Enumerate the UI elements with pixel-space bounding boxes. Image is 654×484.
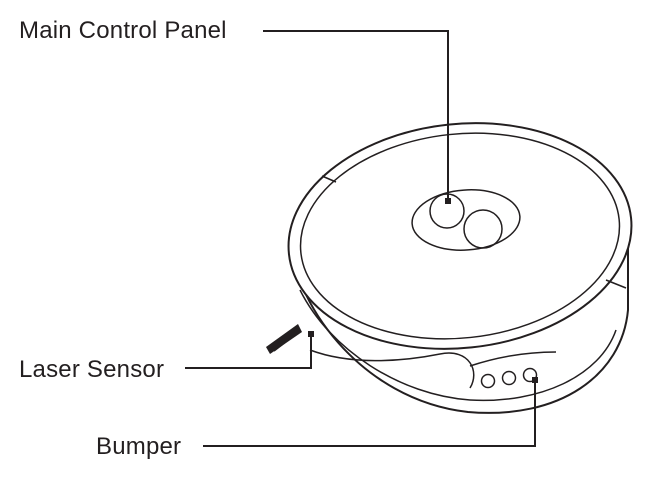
leader-line-main-control-panel xyxy=(263,30,449,200)
rim-groove-right xyxy=(605,279,627,289)
leader-dot-main-control-panel xyxy=(445,198,451,204)
label-main-control-panel: Main Control Panel xyxy=(19,17,227,44)
leader-dot-laser-sensor xyxy=(308,331,314,337)
robot-side-band xyxy=(299,289,617,402)
side-brush xyxy=(266,324,302,354)
label-bumper: Bumper xyxy=(96,433,181,460)
leader-line-bumper xyxy=(203,380,536,447)
leader-line-laser-sensor xyxy=(185,334,312,369)
label-laser-sensor: Laser Sensor xyxy=(19,356,164,383)
sensor-window-2 xyxy=(501,370,517,386)
leader-dot-bumper xyxy=(532,377,538,383)
callout-laser-sensor: Laser Sensor xyxy=(19,331,314,383)
sensor-window-1 xyxy=(480,373,496,389)
rim-groove-left xyxy=(321,175,337,183)
button-ring-right xyxy=(463,209,503,249)
callout-bumper: Bumper xyxy=(96,377,538,460)
bumper-panel-front xyxy=(469,351,557,367)
robot-vacuum xyxy=(266,122,633,414)
sensor-window-3 xyxy=(522,367,538,383)
bumper-panel xyxy=(309,349,475,389)
robot-top-surface xyxy=(299,132,621,340)
callout-main-control-panel: Main Control Panel xyxy=(19,17,451,204)
power-button-outer xyxy=(411,189,521,251)
